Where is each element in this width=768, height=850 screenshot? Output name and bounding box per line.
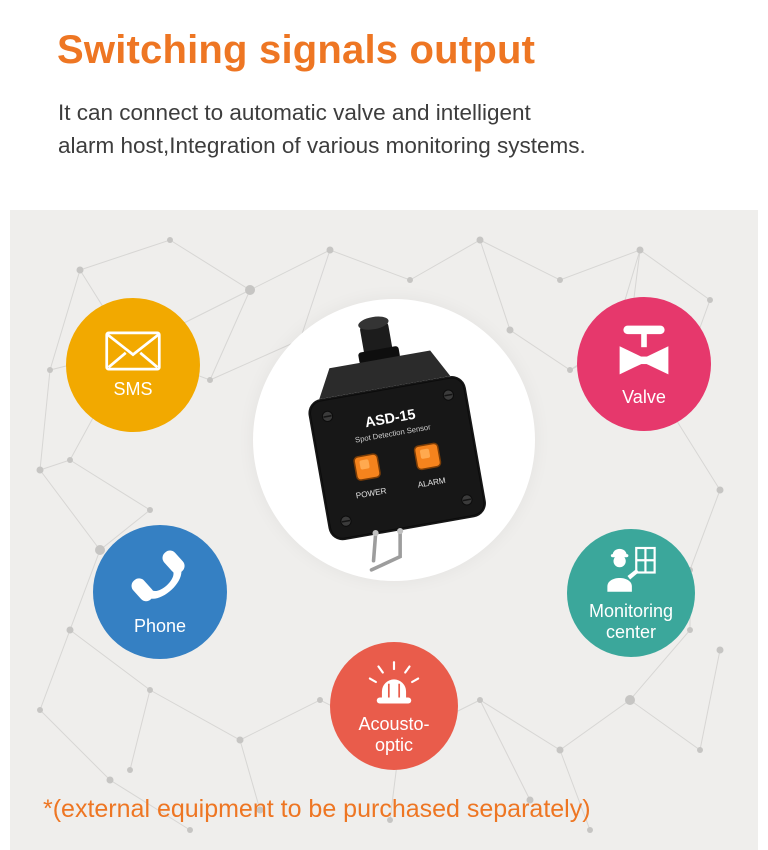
header: Switching signals output It can connect …: [0, 0, 768, 162]
node-sms: SMS: [66, 298, 200, 432]
node-valve: Valve: [577, 297, 711, 431]
node-monitoring-label: Monitoring center: [588, 600, 674, 642]
node-acousto-optic: Acousto- optic: [330, 642, 458, 770]
envelope-icon: [105, 331, 161, 371]
subtitle: It can connect to automatic valve and in…: [58, 97, 728, 162]
node-phone-label: Phone: [133, 616, 187, 637]
operator-screens-icon: [607, 546, 656, 592]
node-sms-label: SMS: [113, 379, 153, 400]
page-title: Switching signals output: [57, 28, 536, 72]
node-valve-label: Valve: [622, 387, 666, 408]
diagram-panel: SMS Valve: [10, 210, 758, 850]
siren-beacon-icon: [368, 660, 420, 704]
product-circle: ASD-15 Spot Detection Sensor POWER ALARM: [253, 299, 535, 581]
device-terminal-pins: [369, 530, 402, 572]
sensor-device-image: ASD-15 Spot Detection Sensor POWER ALARM: [308, 316, 486, 572]
valve-icon: [619, 325, 669, 375]
subtitle-line-1: It can connect to automatic valve and in…: [58, 100, 531, 125]
footnote: *(external equipment to be purchased sep…: [43, 795, 591, 823]
node-acousto-label: Acousto- optic: [358, 713, 430, 755]
node-monitoring-center: Monitoring center: [567, 529, 695, 657]
node-phone: Phone: [93, 525, 227, 659]
subtitle-line-2: alarm host,Integration of various monito…: [58, 132, 586, 158]
phone-handset-icon: [131, 550, 185, 602]
